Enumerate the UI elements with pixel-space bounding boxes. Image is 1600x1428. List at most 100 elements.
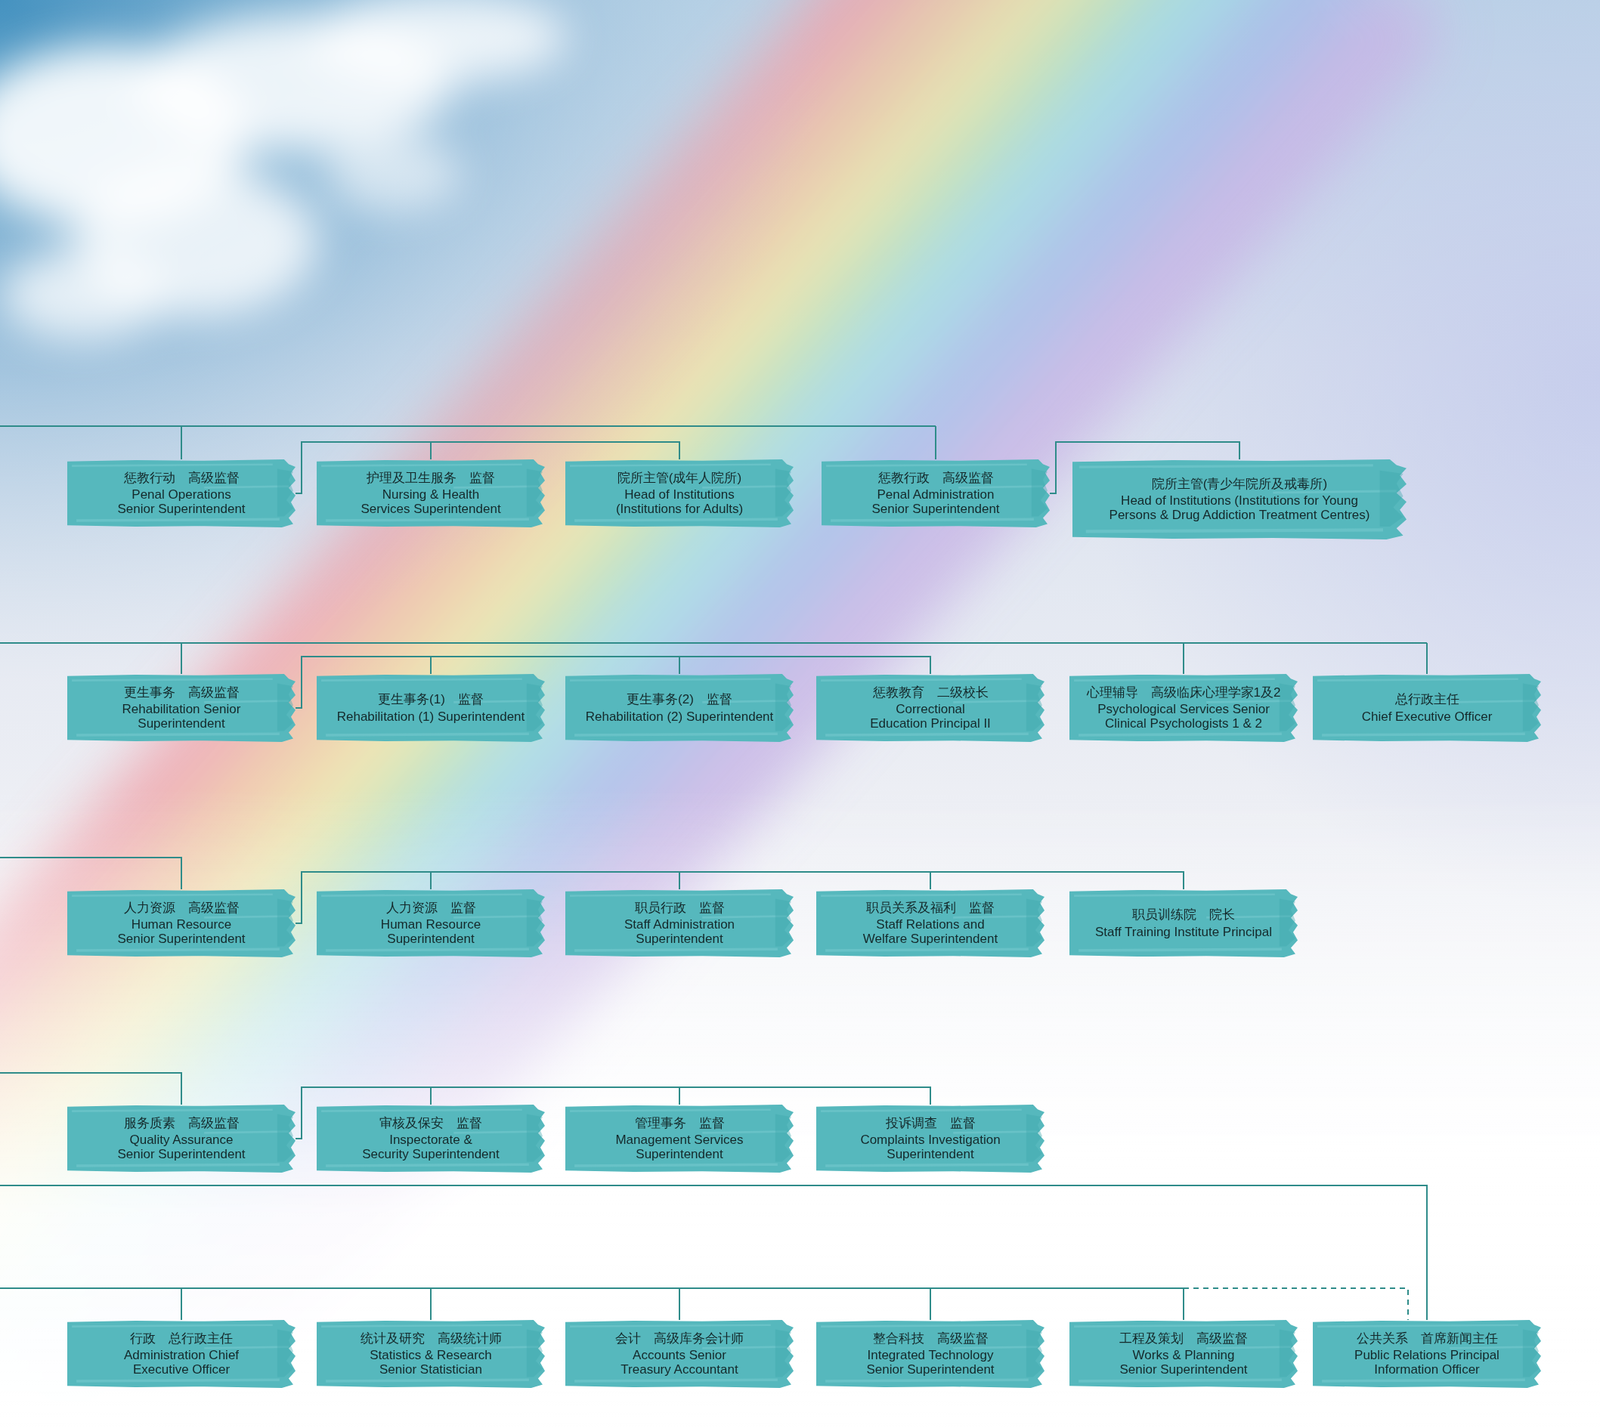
brush-edge bbox=[1026, 1330, 1043, 1378]
chinese-title: 院所主管(青少年院所及戒毒所) bbox=[1151, 476, 1328, 493]
chinese-title: 心理辅导 高级临床心理学家1及2 bbox=[1086, 685, 1282, 701]
chinese-title: 护理及卫生服务 监督 bbox=[366, 470, 496, 486]
brush-edge bbox=[775, 899, 792, 948]
box-text: 公共关系 首席新闻主任Public Relations Principal In… bbox=[1332, 1331, 1522, 1378]
box-text: 会计 高级库务会计师Accounts Senior Treasury Accou… bbox=[584, 1331, 774, 1378]
chinese-title: 工程及策划 高级监督 bbox=[1119, 1331, 1248, 1347]
box-text: 人力资源 监督Human Resource Superintendent bbox=[336, 900, 526, 947]
box-text: 行政 总行政主任Administration Chief Executive O… bbox=[86, 1331, 276, 1378]
brush-fill bbox=[1312, 1320, 1542, 1389]
brush-stroke bbox=[316, 674, 545, 743]
english-title: Complaints Investigation Superintendent bbox=[835, 1132, 1025, 1162]
english-title: Management Services Superintendent bbox=[584, 1132, 774, 1162]
chinese-title: 管理事务 监督 bbox=[634, 1116, 725, 1132]
brush-edge bbox=[526, 469, 543, 517]
chinese-title: 投诉调查 监督 bbox=[885, 1116, 976, 1132]
brush-edge bbox=[775, 1330, 792, 1378]
brush-edge bbox=[526, 683, 543, 732]
brush-fill bbox=[816, 889, 1045, 958]
brush-streak bbox=[1073, 677, 1291, 737]
brush-edge bbox=[775, 1114, 792, 1163]
english-title: Rehabilitation (1) Superintendent bbox=[337, 709, 526, 725]
brush-edge bbox=[1279, 1330, 1296, 1378]
box-text: 总行政主任Chief Executive Officer bbox=[1361, 692, 1493, 724]
box-text: 更生事务 高级监督Rehabilitation Senior Superinte… bbox=[86, 685, 276, 731]
brush-edge bbox=[526, 1114, 543, 1163]
brush-edge bbox=[1031, 469, 1048, 517]
brush-edge bbox=[526, 899, 543, 948]
brush-edge bbox=[1279, 899, 1296, 948]
org-box: 审核及保安 监督Inspectorate & Security Superint… bbox=[316, 1104, 545, 1173]
brush-streak bbox=[820, 1108, 1038, 1167]
chinese-title: 统计及研究 高级统计师 bbox=[360, 1331, 502, 1347]
chinese-title: 行政 总行政主任 bbox=[129, 1331, 233, 1347]
box-text: 服务质素 高级监督Quality Assurance Senior Superi… bbox=[86, 1116, 276, 1162]
org-box: 职员行政 监督Staff Administration Superintende… bbox=[565, 889, 794, 958]
box-text: 工程及策划 高级监督Works & Planning Senior Superi… bbox=[1089, 1331, 1279, 1378]
org-box: 投诉调查 监督Complaints Investigation Superint… bbox=[816, 1104, 1045, 1173]
brush-edge bbox=[277, 1330, 294, 1378]
brush-streak bbox=[569, 677, 787, 737]
org-box: 惩教教育 二级校长Correctional Education Principa… bbox=[816, 674, 1045, 743]
org-box: 更生事务 高级监督Rehabilitation Senior Superinte… bbox=[67, 674, 296, 743]
org-box: 院所主管(成年人院所)Head of Institutions (Institu… bbox=[565, 459, 794, 528]
chinese-title: 总行政主任 bbox=[1395, 692, 1460, 708]
brush-fill bbox=[565, 1104, 794, 1173]
box-text: 惩教教育 二级校长Correctional Education Principa… bbox=[835, 685, 1025, 731]
brush-edge bbox=[526, 1330, 543, 1378]
brush-streak bbox=[569, 1108, 787, 1167]
org-box: 人力资源 高级监督Human Resource Senior Superinte… bbox=[67, 889, 296, 958]
brush-streak bbox=[820, 677, 1038, 737]
brush-fill bbox=[816, 674, 1045, 743]
english-title: Head of Institutions (Institutions for A… bbox=[584, 487, 774, 517]
org-line bbox=[0, 643, 1427, 675]
brush-streak bbox=[569, 463, 787, 522]
chinese-title: 惩教行动 高级监督 bbox=[123, 470, 240, 486]
box-text: 人力资源 高级监督Human Resource Senior Superinte… bbox=[86, 900, 276, 947]
brush-edge bbox=[277, 899, 294, 948]
org-box: 管理事务 监督Management Services Superintenden… bbox=[565, 1104, 794, 1173]
brush-streak bbox=[569, 893, 787, 952]
brush-fill bbox=[67, 889, 296, 958]
brush-streak bbox=[1073, 1324, 1291, 1383]
org-box: 统计及研究 高级统计师Statistics & Research Senior … bbox=[316, 1320, 545, 1389]
org-box: 惩教行政 高级监督Penal Administration Senior Sup… bbox=[821, 459, 1050, 528]
brush-fill bbox=[67, 674, 296, 743]
brush-streak bbox=[71, 1324, 289, 1383]
box-text: 更生事务(2) 监督Rehabilitation (2) Superintend… bbox=[585, 692, 774, 724]
chinese-title: 惩教教育 二级校长 bbox=[872, 685, 989, 701]
brush-streak bbox=[1073, 893, 1291, 952]
box-text: 审核及保安 监督Inspectorate & Security Superint… bbox=[336, 1116, 526, 1162]
brush-fill bbox=[816, 1320, 1045, 1389]
org-line bbox=[0, 1185, 1427, 1321]
brush-edge bbox=[1522, 1330, 1539, 1378]
brush-edge bbox=[1380, 470, 1404, 527]
box-text: 惩教行动 高级监督Penal Operations Senior Superin… bbox=[86, 470, 276, 517]
org-box: 护理及卫生服务 监督Nursing & Health Services Supe… bbox=[316, 459, 545, 528]
brush-fill bbox=[1312, 674, 1542, 743]
chinese-title: 公共关系 首席新闻主任 bbox=[1356, 1331, 1498, 1347]
org-box: 心理辅导 高级临床心理学家1及2Psychological Services S… bbox=[1069, 674, 1298, 743]
org-box: 院所主管(青少年院所及戒毒所)Head of Institutions (Ins… bbox=[1072, 459, 1407, 540]
brush-edge bbox=[277, 469, 294, 517]
box-text: 投诉调查 监督Complaints Investigation Superint… bbox=[835, 1116, 1025, 1162]
english-title: Statistics & Research Senior Statisticia… bbox=[336, 1348, 526, 1378]
org-box: 会计 高级库务会计师Accounts Senior Treasury Accou… bbox=[565, 1320, 794, 1389]
chinese-title: 审核及保安 监督 bbox=[379, 1116, 483, 1132]
brush-edge bbox=[1026, 683, 1043, 732]
english-title: Administration Chief Executive Officer bbox=[86, 1348, 276, 1378]
org-box: 惩教行动 高级监督Penal Operations Senior Superin… bbox=[67, 459, 296, 528]
brush-stroke bbox=[565, 674, 794, 743]
english-title: Works & Planning Senior Superintendent bbox=[1089, 1348, 1279, 1378]
chinese-title: 职员关系及福利 监督 bbox=[866, 900, 995, 917]
brush-streak bbox=[321, 1108, 539, 1167]
org-box: 职员训练院 院长Staff Training Institute Princip… bbox=[1069, 889, 1298, 958]
org-box: 整合科技 高级监督Integrated Technology Senior Su… bbox=[816, 1320, 1045, 1389]
english-title: Human Resource Superintendent bbox=[336, 917, 526, 947]
org-box: 服务质素 高级监督Quality Assurance Senior Superi… bbox=[67, 1104, 296, 1173]
brush-fill bbox=[1069, 889, 1298, 958]
chinese-title: 人力资源 监督 bbox=[386, 900, 477, 917]
english-title: Integrated Technology Senior Superintend… bbox=[835, 1348, 1025, 1378]
